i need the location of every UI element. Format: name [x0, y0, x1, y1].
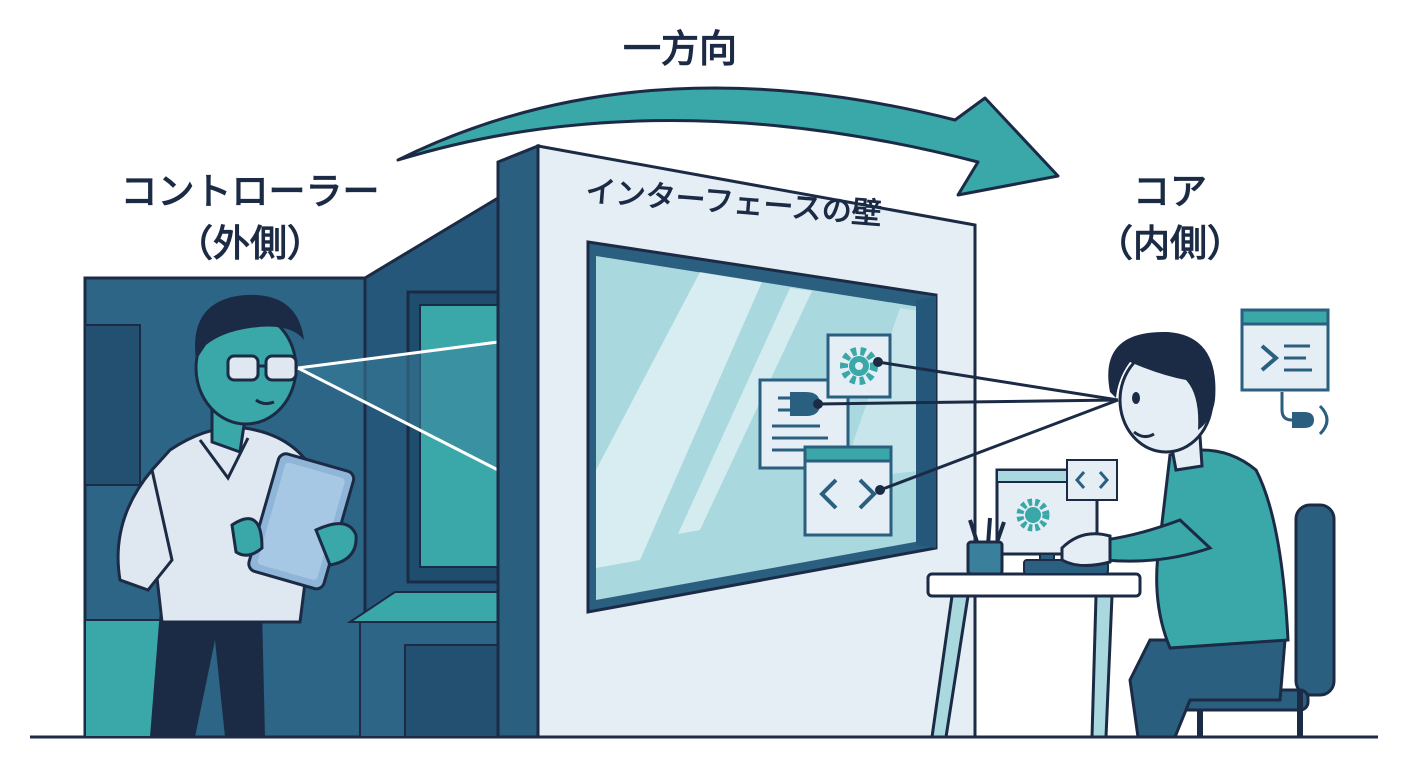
core-side: （内側） [1096, 222, 1244, 265]
controller-side: （外側） [176, 222, 324, 265]
one-way-arrow [396, 86, 1060, 197]
controller-person [116, 294, 358, 737]
controller-sight-lines [297, 340, 499, 472]
core-name: コア [1133, 170, 1207, 213]
controller-label: コントローラー （外側） [80, 166, 420, 270]
code-icon [1066, 459, 1118, 501]
connector-dot [813, 399, 823, 409]
connector-dot [873, 357, 883, 367]
core-label: コア （内側） [1060, 166, 1280, 270]
pen-cup [966, 517, 1006, 576]
plug-icon [778, 392, 820, 416]
terminal-icon [1240, 308, 1330, 392]
controller-name: コントローラー [120, 170, 380, 213]
connector-dot [875, 485, 885, 495]
plug-icon [1280, 392, 1329, 436]
core-sight-lines [817, 360, 1119, 492]
arrow-label: 一方向 [622, 27, 737, 71]
core-person [1060, 331, 1290, 739]
desk [926, 572, 1142, 739]
